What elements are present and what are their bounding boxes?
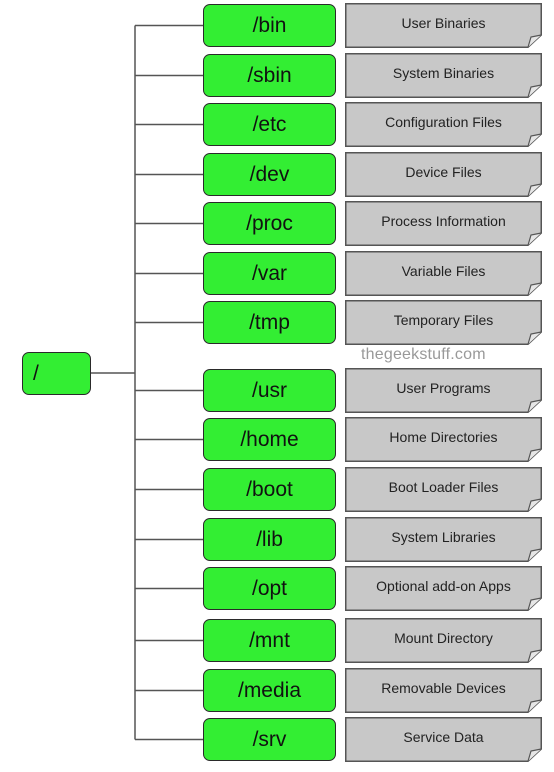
description-label: Temporary Files (393, 312, 494, 328)
description-note: User Binaries (345, 3, 542, 48)
description-label: Device Files (405, 164, 482, 180)
description-label: Process Information (381, 213, 506, 229)
description-label: Service Data (403, 729, 484, 745)
note-shape (345, 251, 542, 296)
description-note: Service Data (345, 717, 542, 762)
description-note: Mount Directory (345, 618, 542, 663)
description-note: Optional add-on Apps (345, 566, 542, 611)
directory-node: /boot (203, 468, 336, 511)
note-shape (345, 717, 542, 762)
watermark-text: thegeekstuff.com (361, 346, 486, 363)
description-note: Home Directories (345, 417, 542, 462)
description-note: Variable Files (345, 251, 542, 296)
directory-node: /srv (203, 718, 336, 761)
directory-node: /lib (203, 518, 336, 561)
directory-node: /var (203, 252, 336, 295)
note-shape (345, 618, 542, 663)
description-note: System Libraries (345, 517, 542, 562)
directory-node: /usr (203, 369, 336, 412)
note-shape (345, 368, 542, 413)
note-shape (345, 517, 542, 562)
description-note: Process Information (345, 201, 542, 246)
description-note: Device Files (345, 152, 542, 197)
description-label: Optional add-on Apps (376, 578, 511, 594)
description-label: Boot Loader Files (388, 479, 499, 495)
directory-node: /opt (203, 567, 336, 610)
directory-node: /media (203, 669, 336, 712)
description-label: User Binaries (401, 15, 486, 31)
description-note: Configuration Files (345, 102, 542, 147)
description-label: Home Directories (389, 429, 498, 445)
description-note: Removable Devices (345, 668, 542, 713)
note-shape (345, 3, 542, 48)
note-shape (345, 467, 542, 512)
note-shape (345, 152, 542, 197)
directory-node: /etc (203, 103, 336, 146)
directory-node: /dev (203, 153, 336, 196)
directory-node: /sbin (203, 54, 336, 97)
note-shape (345, 102, 542, 147)
note-shape (345, 668, 542, 713)
description-note: System Binaries (345, 53, 542, 98)
note-shape (345, 566, 542, 611)
root-directory-node: / (22, 352, 91, 395)
description-label: User Programs (396, 380, 491, 396)
description-note: Boot Loader Files (345, 467, 542, 512)
note-shape (345, 300, 542, 345)
directory-node: /tmp (203, 301, 336, 344)
description-label: Removable Devices (381, 680, 506, 696)
description-note: User Programs (345, 368, 542, 413)
description-label: Mount Directory (394, 630, 493, 646)
directory-node: /mnt (203, 619, 336, 662)
description-label: System Libraries (391, 529, 496, 545)
directory-node: /bin (203, 4, 336, 47)
description-label: Configuration Files (385, 114, 502, 130)
note-shape (345, 201, 542, 246)
description-label: Variable Files (401, 263, 486, 279)
directory-node: /proc (203, 202, 336, 245)
description-label: System Binaries (392, 65, 495, 81)
note-shape (345, 53, 542, 98)
directory-node: /home (203, 418, 336, 461)
description-note: Temporary Files (345, 300, 542, 345)
note-shape (345, 417, 542, 462)
